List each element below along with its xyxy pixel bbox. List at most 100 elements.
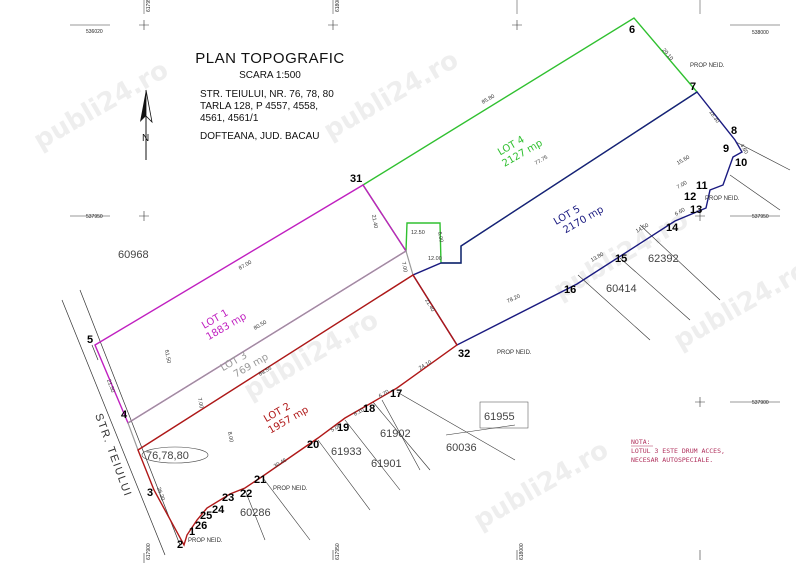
dimension: 7.00 (400, 261, 408, 273)
dimension: 15.60 (676, 155, 691, 167)
point-label: 24 (212, 504, 225, 516)
point-label: 5 (87, 334, 93, 346)
point-label: 3 (147, 487, 153, 499)
neighbor-boundaries (244, 141, 791, 541)
point-label: 22 (240, 488, 252, 500)
dimension: 21.50 (105, 379, 115, 394)
dimension: 30.45 (273, 458, 288, 470)
dimension: 21.40 (370, 214, 378, 229)
dimension: 6.60 (674, 207, 686, 218)
watermark: publi24.ro (669, 255, 796, 356)
point-label: 32 (458, 348, 470, 360)
dimension: 4.60 (738, 143, 749, 155)
point-label: 13 (690, 204, 702, 216)
lot-5-label: LOT 5 2170 mp (552, 204, 606, 236)
point-label: 1 (189, 526, 195, 538)
grid-crosses (139, 20, 705, 563)
dimension: 77.75 (534, 155, 549, 167)
point-label: 9 (723, 143, 729, 155)
title-block: PLAN TOPOGRAFIC SCARA 1:500 STR. TEIULUI… (180, 50, 370, 143)
lot-2-boundary (137, 274, 458, 547)
lot-1-label: LOT 1 1883 mp (200, 308, 248, 343)
coord-label: 617950 (146, 0, 152, 12)
point-label: 12 (684, 191, 696, 203)
point-label: 14 (666, 222, 679, 234)
cadastral-number: 60414 (606, 283, 637, 295)
prop-label: PROP NEID. (690, 63, 725, 69)
prop-label: PROP NEID. (705, 196, 740, 202)
point-label: 16 (564, 284, 576, 296)
note-heading: NOTA: (631, 438, 651, 446)
dimension: 18.30 (707, 110, 720, 125)
dimension: 87.00 (238, 260, 253, 272)
cadastral-number: 61933 (331, 446, 362, 458)
address-line: TARLA 128, P 4557, 4558, (200, 101, 319, 112)
point-label: 4 (121, 409, 128, 421)
neighbor-box (479, 401, 529, 429)
dimension: 7.00 (676, 180, 688, 191)
point-label: 23 (222, 492, 234, 504)
note-text: NECESAR AUTOSPECIALE. (631, 456, 713, 464)
coord-label: 538000 (752, 30, 769, 36)
point-label: 19 (337, 422, 349, 434)
location-line: DOFTEANA, JUD. BACAU (200, 131, 320, 142)
prop-label: PROP NEID. (273, 486, 308, 492)
prop-label: PROP NEID. (188, 538, 223, 544)
coord-label: 537950 (86, 214, 103, 220)
dimension: 61.50 (163, 349, 171, 364)
cadastral-number: 60286 (240, 507, 271, 519)
cadastral-number: 61901 (371, 458, 402, 470)
coord-label: 537900 (752, 400, 769, 406)
street-label: STR. TEIULUI (92, 412, 133, 499)
coord-label: 536020 (86, 29, 103, 35)
dimension-labels: 87.00 85.80 77.75 20.10 18.30 15.60 12.5… (105, 47, 749, 501)
point-label: 2 (177, 539, 183, 551)
cadastral-number: 60036 (446, 442, 477, 454)
point-label: 11 (696, 180, 708, 192)
point-numbers: 2 1 3 4 5 6 7 8 9 10 11 12 13 14 15 16 1… (87, 24, 747, 551)
point-label: 26 (195, 520, 207, 532)
dimension: 6.70 (378, 389, 390, 400)
cadastral-number: 62392 (648, 253, 679, 265)
address-line: 4561, 4561/1 (200, 113, 259, 124)
dimension: 20.10 (660, 47, 673, 61)
frame-ticks (70, 0, 780, 403)
dimension: 5.00 (330, 423, 342, 434)
coord-label: 618000 (335, 0, 341, 12)
note-text: LOTUL 3 ESTE DRUM ACCES, (631, 447, 725, 455)
street-edges (61, 289, 181, 556)
point-label: 10 (735, 157, 747, 169)
point-label: 15 (615, 253, 627, 265)
lot-2-label: LOT 2 1957 mp (262, 401, 310, 436)
point-label: 7 (690, 81, 696, 93)
point-label: 17 (390, 388, 402, 400)
watermark: publi24.ro (29, 55, 174, 156)
prop-neid-labels: PROP NEID. PROP NEID. PROP NEID. PROP NE… (188, 63, 740, 544)
plan-scale: SCARA 1:500 (239, 70, 301, 81)
dimension: 21.40 (423, 298, 435, 313)
note-block: NOTA: LOTUL 3 ESTE DRUM ACCES, NECESAR A… (631, 438, 725, 464)
coordinate-labels: 536020 617950 618000 538000 537950 53795… (86, 0, 769, 560)
address-line: STR. TEIULUI, NR. 76, 78, 80 (200, 89, 334, 100)
coord-label: 617950 (335, 543, 341, 560)
dimension: 6.00 (436, 231, 444, 243)
point-label: 31 (350, 173, 362, 185)
dimension: 12.50 (411, 230, 425, 236)
point-label: 8 (731, 125, 737, 137)
dimension: 80.50 (253, 320, 268, 332)
plan-title: PLAN TOPOGRAFIC (195, 50, 345, 67)
point-label: 20 (307, 439, 319, 451)
dimension: 8.10 (353, 407, 365, 418)
north-label: N (142, 133, 149, 144)
cadastral-numbers: 60968 60414 62392 61955 61902 61933 6190… (118, 249, 679, 519)
watermark: publi24.ro (469, 435, 614, 536)
coord-label: 617900 (146, 543, 152, 560)
house-number-oval (141, 446, 209, 464)
dimension: 8.00 (226, 431, 234, 443)
dimension: 24.10 (418, 360, 433, 372)
house-numbers: 76,78,80 (146, 450, 189, 462)
cadastral-number: 61955 (484, 411, 515, 423)
dimension: 78.20 (506, 294, 521, 305)
coord-label: 537950 (752, 214, 769, 220)
